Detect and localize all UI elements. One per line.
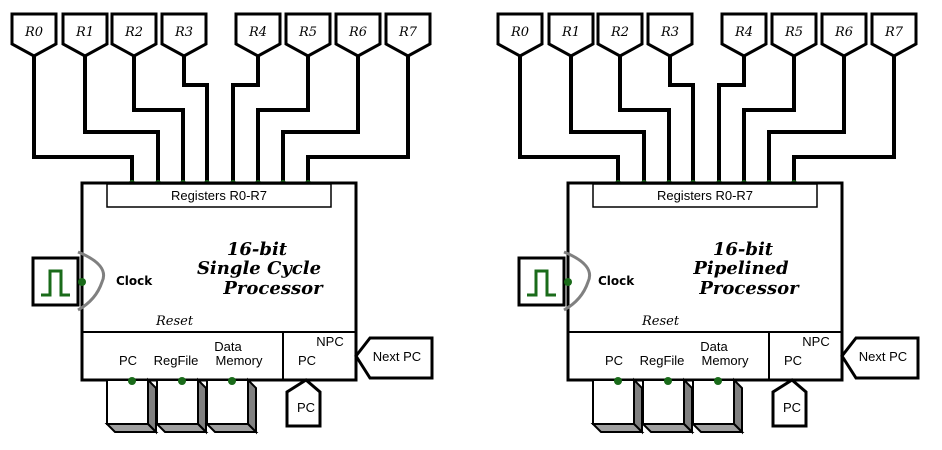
pin-r6 (334, 12, 382, 58)
pin-label-r5: R5 (784, 25, 803, 40)
pin-label-r3: R3 (174, 25, 193, 40)
npc-label: NPC (802, 334, 829, 349)
output-blocks (104, 377, 259, 435)
pc-output-label: PC (297, 400, 315, 415)
pin-label-r6: R6 (834, 25, 853, 40)
pin-r7 (384, 12, 432, 58)
clock-waveform-icon (527, 269, 556, 297)
title-line-1: 16-bit (227, 239, 288, 260)
bottom-label-data: Data (700, 339, 728, 354)
title-line-3: Processor (698, 278, 800, 299)
next-pc-pin (354, 336, 434, 380)
pin-label-r1: R1 (561, 25, 580, 40)
title-line-2: Single Cycle (197, 258, 321, 279)
processor-title: 16-bit Single Cycle Processor (197, 239, 324, 299)
npc-box-pc-label: PC (298, 353, 316, 368)
pin-r3 (646, 12, 694, 58)
pin-label-r2: R2 (610, 25, 629, 40)
bottom-label-memory: Memory (702, 353, 749, 368)
clock-input: Clock (517, 250, 635, 312)
clock-label: Clock (598, 274, 635, 288)
pin-label-r6: R6 (348, 25, 367, 40)
pin-label-r3: R3 (660, 25, 679, 40)
pin-r6 (820, 12, 868, 58)
bottom-label-pc: PC (605, 353, 623, 368)
pin-r0 (10, 12, 58, 58)
register-pins (10, 12, 432, 58)
title-line-1: 16-bit (713, 239, 774, 260)
registers-bar (106, 183, 332, 208)
clock-bezel (563, 250, 591, 312)
pin-r4 (720, 12, 768, 58)
pin-label-r4: R4 (734, 25, 753, 40)
pin-r5 (284, 12, 332, 58)
reset-label: Reset (641, 314, 680, 329)
pin-label-r1: R1 (75, 25, 94, 40)
npc-box-pc-label: PC (784, 353, 802, 368)
pin-r1 (61, 12, 109, 58)
npc-label: NPC (316, 334, 343, 349)
processor-pipelined: R0 R1 R2 R3 R4 R5 R6 R7 Registers (496, 12, 920, 435)
pin-label-r2: R2 (124, 25, 143, 40)
pin-r2 (110, 12, 158, 58)
pin-label-r0: R0 (24, 25, 43, 40)
next-pc-pin (840, 336, 920, 380)
pin-label-r0: R0 (510, 25, 529, 40)
registers-label: Registers R0-R7 (657, 188, 753, 203)
output-blocks (590, 377, 745, 435)
register-wires (518, 56, 896, 183)
pin-r0 (496, 12, 544, 58)
registers-bar (592, 183, 818, 208)
pin-label-r4: R4 (248, 25, 267, 40)
pin-label-r7: R7 (398, 25, 418, 40)
pin-r2 (596, 12, 644, 58)
clock-input: Clock (31, 250, 153, 312)
clock-label: Clock (116, 274, 153, 288)
pin-label-r7: R7 (884, 25, 904, 40)
registers-label: Registers R0-R7 (171, 188, 267, 203)
register-pins (496, 12, 918, 58)
bottom-label-pc: PC (119, 353, 137, 368)
processor-single-cycle: R0 R1 R2 R3 R4 R5 R6 R7 (10, 12, 434, 435)
pc-output-pin (285, 378, 322, 428)
bottom-label-regfile: RegFile (640, 353, 685, 368)
pin-r5 (770, 12, 818, 58)
pin-r1 (547, 12, 595, 58)
bottom-label-memory: Memory (216, 353, 263, 368)
bottom-label-data: Data (214, 339, 242, 354)
next-pc-label: Next PC (373, 349, 421, 364)
title-line-2: Pipelined (692, 258, 789, 279)
pin-label-r5: R5 (298, 25, 317, 40)
pc-output-pin (771, 378, 808, 428)
pin-r7 (870, 12, 918, 58)
title-line-3: Processor (222, 278, 324, 299)
pc-output-label: PC (783, 400, 801, 415)
clock-waveform-icon (41, 269, 70, 297)
register-wires (32, 56, 410, 183)
pin-r4 (234, 12, 282, 58)
clock-bezel (77, 250, 105, 312)
pin-r3 (160, 12, 208, 58)
processor-title: 16-bit Pipelined Processor (692, 239, 800, 299)
bottom-label-regfile: RegFile (154, 353, 199, 368)
next-pc-label: Next PC (859, 349, 907, 364)
reset-label: Reset (155, 314, 194, 329)
